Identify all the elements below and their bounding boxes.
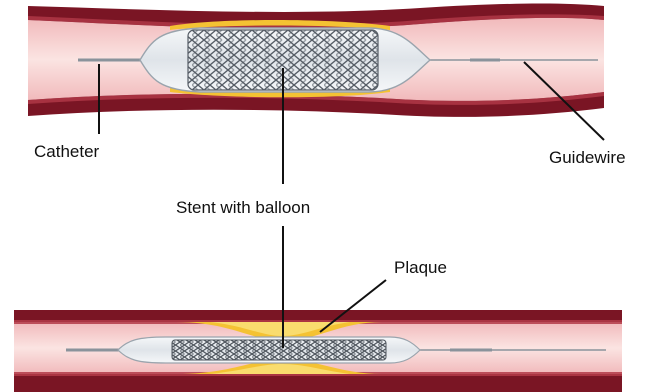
stent-with-balloon-label: Stent with balloon: [176, 198, 310, 217]
bottom-artery-panel: [14, 310, 622, 392]
plaque-label: Plaque: [394, 258, 447, 277]
top-artery-panel: [28, 4, 604, 117]
guidewire-label: Guidewire: [549, 148, 626, 167]
bottom-vessel-lower-wall: [14, 374, 622, 392]
catheter-label: Catheter: [34, 142, 100, 161]
bottom-stent-mesh: [172, 340, 386, 360]
